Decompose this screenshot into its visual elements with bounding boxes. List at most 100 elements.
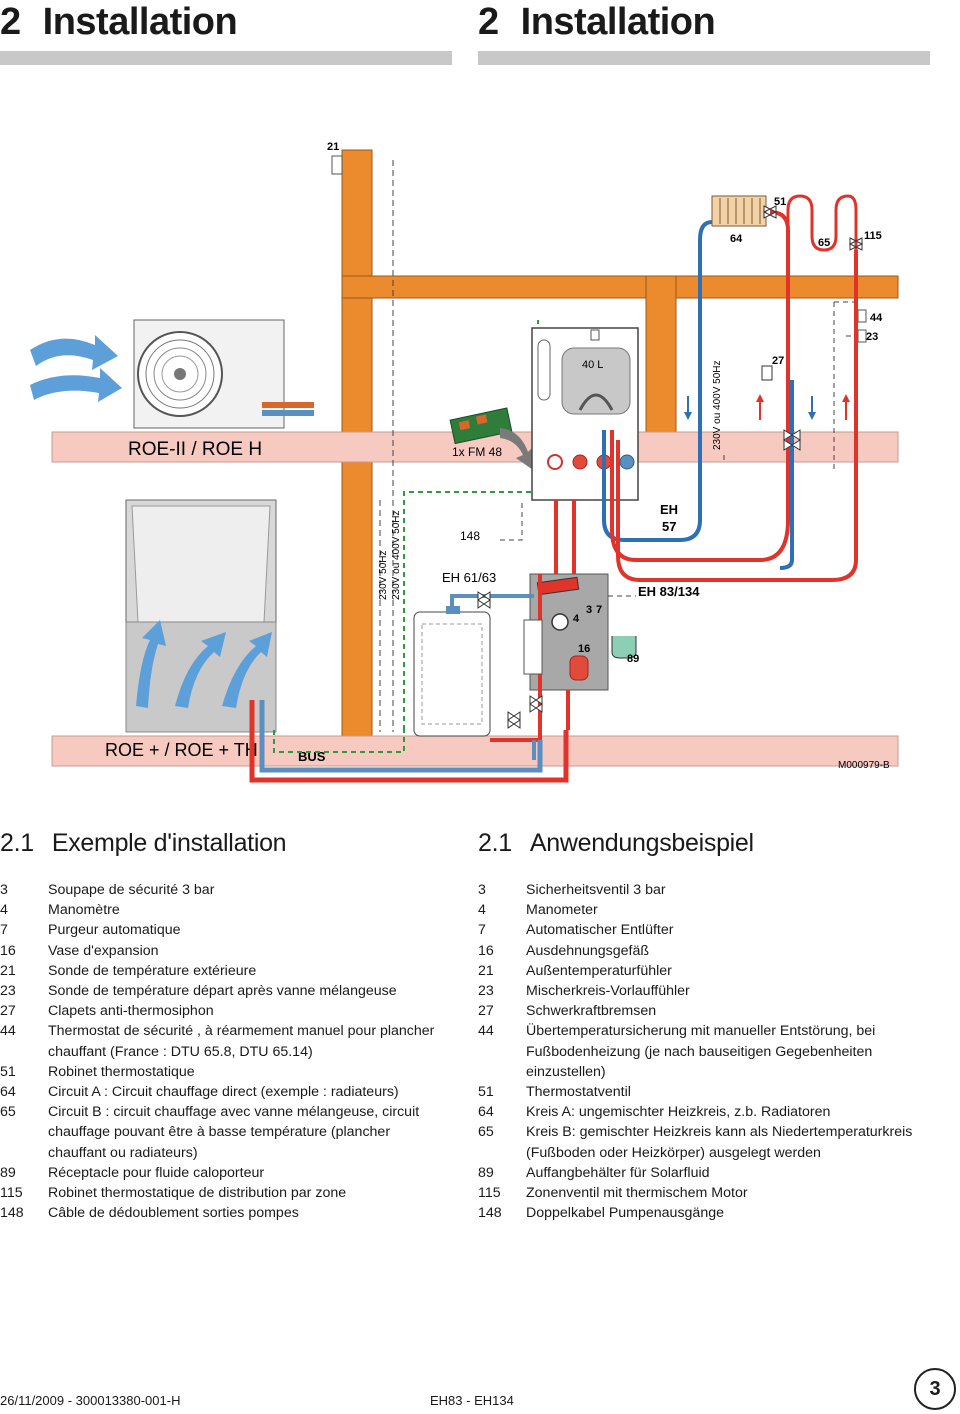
legend-item: 27 Schwerkraftbremsen	[478, 1001, 923, 1021]
label-eh-83-134: EH 83/134	[638, 584, 700, 599]
label-4: 4	[573, 613, 580, 625]
legend-item-number: 51	[0, 1063, 16, 1080]
label-16: 16	[578, 643, 590, 655]
legend-item-text: Purgeur automatique	[48, 922, 181, 939]
pump-icon	[551, 613, 569, 631]
outdoor-unit-top	[133, 319, 314, 429]
legend-item-text: Ausdehnungsgefäß	[526, 942, 650, 959]
legend-item-number: 65	[478, 1124, 494, 1141]
check-valve-27-icon	[761, 365, 773, 381]
header-rule-left	[0, 51, 452, 65]
mixing-valve-icon	[783, 429, 801, 451]
legend-item-text: Sonde de température départ après vanne …	[48, 983, 397, 1000]
label-roe-bottom: ROE + / ROE + TH	[105, 740, 258, 760]
legend-item-text: Clapets anti-thermosiphon	[48, 1003, 214, 1020]
legend-item-text: Manomètre	[48, 902, 120, 919]
legend-item-text: Außentemperaturfühler	[526, 962, 672, 979]
legend-item-number: 21	[0, 962, 16, 979]
legend-item-text: Doppelkabel Pumpenausgänge	[526, 1205, 724, 1222]
chapter-number-left: 2	[0, 1, 21, 43]
fm48-board-icon	[449, 407, 534, 470]
legend-item-number: 27	[478, 1003, 494, 1020]
valve-icon	[529, 695, 543, 713]
legend-item-text: Kreis A: ungemischter Heizkreis, z.b. Ra…	[526, 1104, 831, 1121]
label-89: 89	[627, 653, 639, 665]
legend-item-number: 16	[478, 942, 494, 959]
section-title-right-text: Anwendungsbeispiel	[529, 829, 754, 857]
legend-item: 4 Manomètre	[0, 900, 452, 920]
legend-item-number: 4	[0, 902, 8, 919]
label-23: 23	[866, 331, 878, 343]
label-27: 27	[772, 355, 784, 367]
label-115: 115	[864, 230, 882, 242]
section-number-right: 2.1	[478, 829, 512, 857]
label-64: 64	[730, 233, 743, 245]
label-44: 44	[870, 312, 883, 324]
label-roe-top: ROE-II / ROE H	[128, 439, 262, 460]
label-230v-400v-a: 230V ou 400V 50Hz	[391, 510, 402, 600]
floor-bottom	[51, 735, 899, 767]
legend-item-text: Schwerkraftbremsen	[526, 1003, 657, 1020]
label-7: 7	[596, 604, 602, 616]
wall-right	[645, 275, 677, 461]
chapter-number-right: 2	[478, 1, 499, 43]
legend-item-number: 27	[0, 1003, 16, 1020]
legend-item-number: 65	[0, 1104, 16, 1121]
legend-item-text: Réceptacle pour fluide caloporteur	[48, 1164, 265, 1181]
label-51: 51	[774, 196, 786, 208]
label-230v-400v-b: 230V ou 400V 50Hz	[712, 360, 723, 450]
legend-item-number: 89	[478, 1164, 494, 1181]
section-title-right: 2.1 Anwendungsbeispiel	[478, 828, 754, 858]
pipe-circuit-a-return	[602, 220, 713, 542]
legend-item-text: Vase d'expansion	[48, 942, 159, 959]
section-title-left-text: Exemple d'installation	[51, 829, 287, 857]
legend-item-text: Automatischer Entlüfter	[526, 922, 674, 939]
legend-item-text: Kreis B: gemischter Heizkreis kann als N…	[526, 1124, 913, 1161]
legend-item-number: 44	[0, 1023, 16, 1040]
footer-product: EH83 - EH134	[430, 1393, 514, 1408]
legend-item-text: Manometer	[526, 902, 598, 919]
legend-item: 89 Réceptacle pour fluide caloporteur	[0, 1163, 452, 1183]
legend-item: 16 Vase d'expansion	[0, 941, 452, 961]
valve-icon	[762, 205, 778, 219]
pipe-circuit-b-flow	[616, 250, 858, 582]
legend-item-number: 16	[0, 942, 16, 959]
installation-diagram: 21 ROE-II / ROE H ROE + / ROE + TH BUS M…	[30, 141, 899, 783]
label-eh-61-63: EH 61/63	[442, 570, 496, 585]
pipe-circuit-b-return	[779, 380, 794, 570]
pipe-outdoor-blue	[259, 700, 543, 773]
label-ref: M000979-B	[838, 760, 890, 771]
legend-item-number: 4	[478, 902, 486, 919]
label-148: 148	[460, 529, 480, 543]
legend-item-number: 23	[0, 983, 16, 1000]
legend-item-number: 89	[0, 1164, 16, 1181]
label-fm48: 1x FM 48	[452, 445, 502, 459]
legend-item-text: Mischerkreis-Vorlauffühler	[526, 983, 690, 1000]
label-3: 3	[586, 604, 592, 616]
section-number-left: 2.1	[0, 829, 34, 857]
legend-item-number: 64	[0, 1084, 16, 1101]
pipe-circuit-b-coil	[786, 194, 858, 252]
valve-icon	[477, 591, 491, 609]
legend-item: 65 Kreis B: gemischter Heizkreis kann als…	[478, 1122, 923, 1162]
chapter-title-left: Installation	[42, 1, 238, 43]
receptacle-89-icon	[611, 636, 637, 659]
sensor-44-icon	[857, 309, 867, 323]
